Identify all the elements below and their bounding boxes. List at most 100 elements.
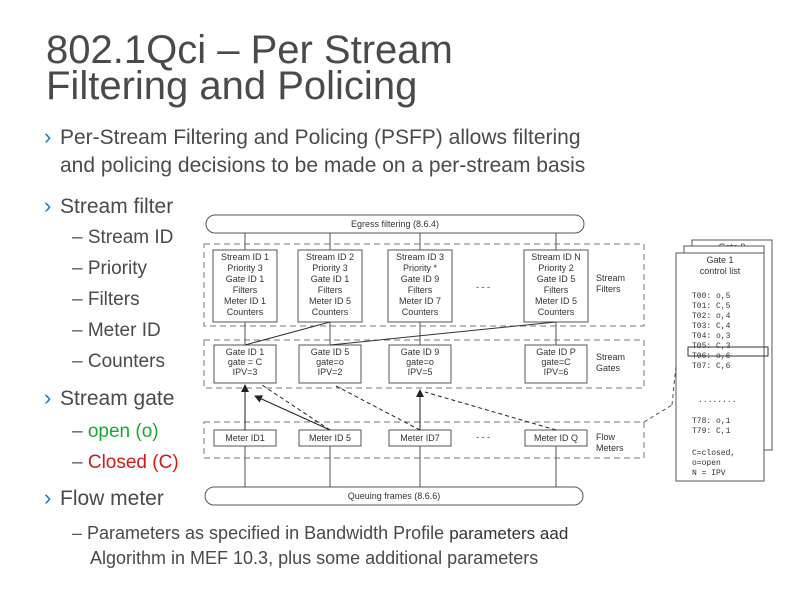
- stream-filter-item-label: Priority: [87, 258, 147, 279]
- control-list-entry: T04: o,3: [692, 332, 731, 341]
- flow-meter-desc-line-2: Algorithm in MEF 10.3, plus some additio…: [90, 548, 539, 568]
- stream-gate-field: gate=o: [316, 357, 344, 367]
- gate-open-label: open (o): [87, 421, 159, 442]
- stream-filter-field: Priority *: [403, 263, 438, 273]
- stream-filter-item: – Counters: [72, 351, 165, 372]
- stream-filter-field: Stream ID 3: [396, 252, 444, 262]
- flow-meter-label: Meter ID Q: [534, 433, 578, 443]
- gate-open-item: – open (o): [72, 421, 159, 442]
- slide-title: 802.1Qci – Per Stream Filtering and Poli…: [46, 28, 453, 108]
- stream-filter-item-label: Filters: [87, 289, 140, 310]
- gate-control-list: [675, 252, 765, 482]
- stream-filter-box: [297, 249, 363, 323]
- stream-gate-field: IPV=6: [544, 367, 569, 377]
- stream-filter-item-label: Stream ID: [87, 227, 174, 248]
- stream-gate-field: IPV=5: [408, 367, 433, 377]
- stream-filter-item: – Stream ID: [72, 227, 174, 248]
- control-list-legend: N = IPV: [692, 469, 726, 478]
- stream-gate-heading: Stream gate: [60, 387, 175, 410]
- stream-filter-item: – Meter ID: [72, 320, 161, 341]
- meters-ellipsis: - - -: [476, 432, 490, 442]
- stream-filter-field: Counters: [402, 307, 439, 317]
- queuing-frames-label: Queuing frames (8.6.6): [348, 491, 441, 501]
- control-list-legend: o=open: [692, 459, 721, 468]
- chevron-icon: ›: [44, 485, 52, 510]
- control-list-entry: T02: o,4: [692, 312, 731, 321]
- stream-filter-item: – Filters: [72, 289, 140, 310]
- filter-to-gate-lines: [244, 321, 557, 346]
- filters-ellipsis: - - -: [476, 282, 490, 292]
- stream-filter-item: – Priority: [72, 258, 147, 279]
- stream-gate-field: Gate ID 5: [311, 347, 350, 357]
- control-list-dots: ........: [698, 396, 736, 405]
- stream-filter-field: Filters: [408, 285, 433, 295]
- flow-meter-desc-part-a: Parameters as specified in Bandwidth Pro…: [87, 523, 450, 543]
- stream-filter-field: Gate ID 1: [226, 274, 265, 284]
- stream-filter-field: Stream ID 1: [221, 252, 269, 262]
- stream-filter-field: Priority 3: [312, 263, 348, 273]
- control-list-entry: T78: o,1: [692, 417, 731, 426]
- control-list-entry: T00: o,5: [692, 292, 731, 301]
- egress-filtering-bar: [205, 214, 585, 234]
- current-entry-highlight: [687, 346, 769, 357]
- control-list-entry: T03: C,4: [692, 322, 731, 331]
- stream-filter-field: Gate ID 1: [311, 274, 350, 284]
- flow-meter-heading: Flow meter: [60, 487, 164, 510]
- stream-gate-field: Gate ID 9: [401, 347, 440, 357]
- flow-meter-desc-part-b: parameters aad: [449, 524, 569, 543]
- stream-filters-region: [203, 243, 645, 327]
- stream-gate-field: Gate ID P: [536, 347, 576, 357]
- stream-filter-field: Meter ID 1: [224, 296, 266, 306]
- chevron-icon: ›: [44, 385, 52, 410]
- intro-line-2: and policing decisions to be made on a p…: [60, 154, 586, 177]
- stream-gate-field: gate=o: [406, 357, 434, 367]
- flow-meter-label: Meter ID1: [225, 433, 265, 443]
- flow-meter-desc: – Parameters as specified in Bandwidth P…: [72, 523, 569, 568]
- stream-filter-field: Stream ID 2: [306, 252, 354, 262]
- stream-gate-box: [298, 344, 362, 384]
- flow-meters-region: [203, 421, 645, 459]
- stream-gate-box: [213, 344, 277, 384]
- stream-gate-field: gate=C: [541, 357, 571, 367]
- stream-gate-field: IPV=3: [233, 367, 258, 377]
- egress-filtering-label: Egress filtering (8.6.4): [351, 219, 439, 229]
- chevron-icon: ›: [44, 124, 52, 149]
- queuing-frames-bar: [204, 486, 584, 506]
- stream-filter-item-label: Counters: [87, 351, 165, 372]
- stream-gate-field: IPV=2: [318, 367, 343, 377]
- flow-meter-label: Meter ID7: [400, 433, 440, 443]
- stream-filter-field: Meter ID 5: [535, 296, 577, 306]
- stream-filter-field: Filters: [544, 285, 569, 295]
- stream-filter-field: Meter ID 7: [399, 296, 441, 306]
- chevron-icon: ›: [44, 193, 52, 218]
- stream-filter-field: Filters: [233, 285, 258, 295]
- title-line-1: 802.1Qci – Per Stream: [46, 28, 453, 72]
- stream-filter-field: Filters: [318, 285, 343, 295]
- intro-text: Per-Stream Filtering and Policing (PSFP)…: [60, 124, 760, 180]
- stream-gate-field: gate = C: [228, 357, 263, 367]
- stream-filter-field: Stream ID N: [531, 252, 581, 262]
- stream-filter-box: [212, 249, 278, 323]
- stream-gate-box: [388, 344, 452, 384]
- gate-closed-label: Closed (C): [87, 452, 179, 473]
- control-list-entry: T07: C,6: [692, 362, 731, 371]
- stream-gates-region: [203, 339, 645, 389]
- stream-gate-box: [524, 344, 588, 384]
- stream-filter-field: Priority 3: [227, 263, 263, 273]
- stream-filter-field: Gate ID 9: [401, 274, 440, 284]
- stream-filter-box: [523, 249, 589, 323]
- stream-filter-field: Meter ID 5: [309, 296, 351, 306]
- control-list-legend: C=closed,: [692, 449, 735, 458]
- title-line-2: Filtering and Policing: [46, 64, 418, 108]
- stream-filter-field: Counters: [538, 307, 575, 317]
- gate-closed-item: – Closed (C): [72, 452, 179, 473]
- stream-filter-field: Gate ID 5: [537, 274, 576, 284]
